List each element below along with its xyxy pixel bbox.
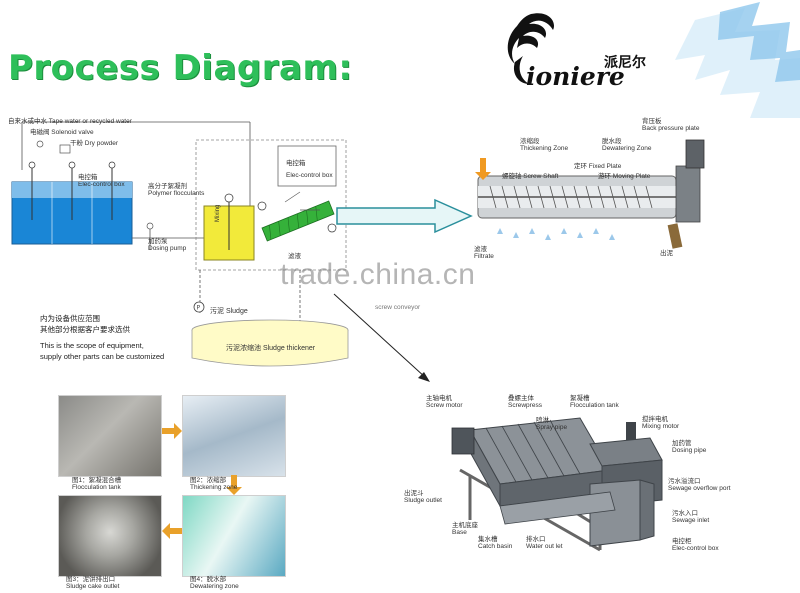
photo-sludge-cake-outlet (58, 495, 162, 577)
sludge-thickener-tank (191, 319, 349, 367)
label-sewage-overflow: 污水溢流口 Sewage overflow port (668, 478, 731, 493)
label-polymer-flocculants: 高分子絮凝剂 Polymer flocculants (148, 183, 205, 198)
label-elec-box-mid: Elec-control box (286, 172, 333, 179)
label-base: 主机底座 Base (452, 522, 478, 537)
label-sludge-outlet: 出泥斗 Sludge outlet (404, 490, 442, 505)
photo-panel (58, 395, 286, 590)
label-spray-pipe: 喷淋 Spray pipe (536, 417, 568, 432)
label-sewage-inlet: 污水入口 Sewage inlet (672, 510, 710, 525)
label-screwpress: 叠螺主体 Screwpress (508, 395, 542, 410)
label-sludge-thickener: 污泥浓缩池 Sludge thickener (226, 345, 316, 352)
label-thickening-zone: 浓缩段 Thickening Zone (520, 138, 569, 153)
scope-note-cn-1: 内为设备供应范围 (40, 314, 100, 323)
label-fixed-plate: 定环 Fixed Plate (574, 163, 622, 170)
label-elec-box-mid-cn: 电控箱 (286, 160, 306, 167)
label-outlet: 出泥 (660, 250, 673, 257)
label-dry-powder: 干粉 Dry powder (70, 140, 119, 147)
logo-mark-icon (507, 13, 555, 84)
label-moving-plate: 游环 Moving Plate (598, 173, 651, 180)
label-screw-shaft: 螺旋轴 Screw Shaft (502, 173, 559, 180)
photo-flocculation-tank (58, 395, 162, 477)
label-back-pressure-plate: 背压板 Back pressure plate (642, 118, 700, 133)
label-flocculation-tank: 絮凝槽 Flocculation tank (570, 395, 619, 410)
arrow-down-icon (226, 475, 242, 495)
photo-dewatering-zone (182, 495, 286, 577)
label-filtrate-cn: 滤液 (288, 253, 301, 260)
caption-photo-3: 图3：泥饼排出口 Sludge cake outlet (66, 576, 120, 591)
label-solenoid-valve: 电磁阀 Solenoid valve (30, 129, 94, 136)
screwpress-machine-3d (451, 417, 663, 552)
flow-arrow-icon (336, 198, 473, 234)
label-elec-control-box: 电控柜 Elec-control box (672, 538, 719, 553)
svg-text:P: P (197, 305, 201, 312)
arrow-right-icon (162, 423, 182, 439)
label-water-source: 自来水或中水 Tape water or recycled water (8, 118, 132, 125)
watermark-text: trade.china.cn (280, 258, 476, 291)
caption-photo-4: 图4：脱水部 Dewatering zone (190, 576, 239, 591)
scope-note-en-2: supply other parts can be customized (40, 352, 165, 361)
label-filtrate: 滤液 Filtrate (474, 246, 494, 261)
photo-thickening-zone (182, 395, 286, 477)
label-screw-conveyor: screw conveyor (375, 304, 421, 311)
logo-chinese-text: 派尼尔 (604, 54, 646, 70)
label-control-box-left: 电控箱 Elec-control box (78, 174, 125, 189)
pointer-arrow-icon (333, 293, 430, 382)
label-mixing-motor: 搅拌电机 Mixing motor (642, 416, 680, 431)
label-mixing: Mixing (215, 204, 221, 222)
scope-note-cn-2: 其他部分根据客户要求选供 (40, 325, 130, 334)
logo-text: ioniere (526, 62, 625, 91)
machine-cross-section (475, 139, 705, 249)
page-title: Process Diagram: (8, 48, 353, 88)
caption-photo-2: 图2：浓缩部 Thickening zone (190, 477, 238, 492)
label-dosing-pump: 加药泵 Dosing pump (148, 238, 187, 253)
label-water-outlet: 排水口 Water out let (526, 536, 563, 551)
label-screw-motor: 主轴电机 Screw motor (426, 395, 463, 410)
pump-icon: P (193, 301, 205, 313)
decorative-swoosh (675, 2, 800, 118)
caption-photo-1: 图1：絮凝混合槽 Flocculation tank (72, 477, 122, 492)
label-catch-basin: 集水槽 Catch basin (478, 536, 513, 551)
label-dewatering-zone: 脱水段 Dewatering Zone (602, 138, 652, 153)
scope-note-en-1: This is the scope of equipment, (40, 341, 144, 350)
label-sludge: 污泥 Sludge (210, 308, 248, 315)
process-schematic (11, 121, 347, 325)
label-dosing-pipe: 加药管 Dosing pipe (672, 440, 707, 455)
arrow-left-icon (162, 523, 182, 539)
